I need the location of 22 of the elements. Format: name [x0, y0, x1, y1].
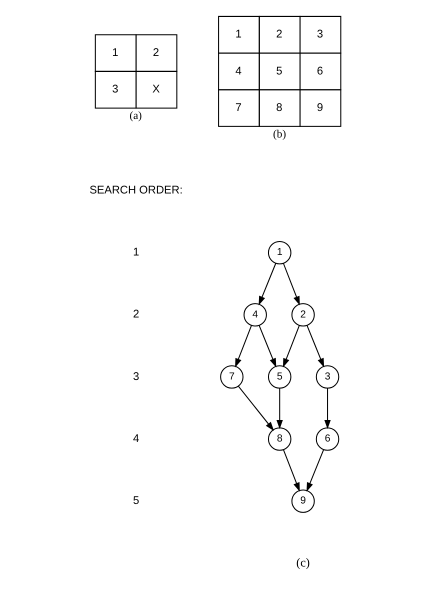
label: 2 [276, 28, 282, 41]
label: 1 [235, 28, 242, 41]
label: 5 [132, 495, 140, 508]
label: SEARCH ORDER: [89, 184, 183, 196]
label: 1 [132, 246, 140, 259]
label: (b) [273, 128, 286, 140]
label: 1 [112, 46, 118, 59]
label: 7 [235, 102, 242, 114]
label: 3 [316, 28, 324, 41]
label: X [152, 84, 160, 96]
label: (a) [129, 110, 142, 122]
label: 3 [112, 84, 118, 96]
label: 5 [276, 65, 282, 78]
label: 3 [132, 370, 140, 383]
label: 4 [235, 65, 242, 78]
label: 8 [276, 102, 282, 114]
label: 4 [132, 432, 140, 445]
label: (c) [296, 555, 310, 570]
label: 6 [316, 65, 324, 78]
label: 9 [316, 102, 324, 114]
label: 2 [132, 308, 140, 321]
label: 2 [152, 46, 160, 59]
